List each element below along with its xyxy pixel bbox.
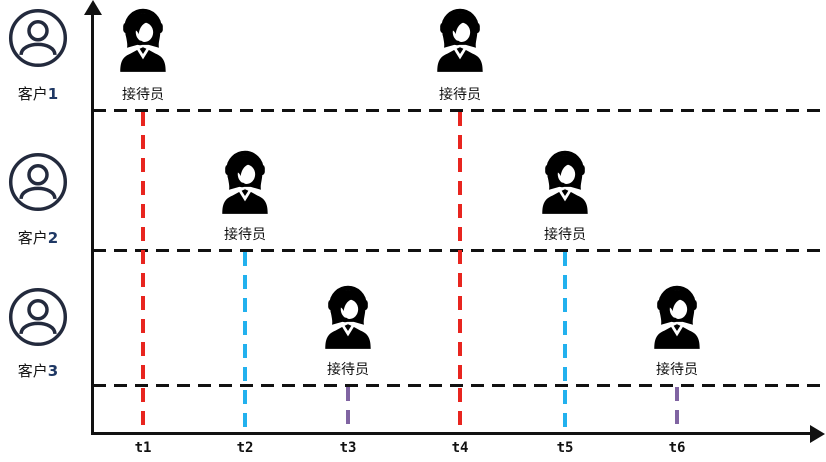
customer1-baseline [93, 109, 826, 112]
tick-label-t3: t3 [339, 440, 357, 456]
y-axis-arrow-icon [84, 0, 102, 15]
tick-label-t2: t2 [236, 440, 254, 456]
dropline-t4 [458, 112, 462, 433]
receptionist-icon-t3 [319, 285, 377, 351]
dropline-t1 [141, 112, 145, 433]
receptionist-label-t1: 接待员 [122, 87, 164, 103]
customer3-icon [8, 287, 68, 347]
dropline-t5 [563, 252, 567, 433]
tick-label-t5: t5 [556, 440, 574, 456]
receptionist-icon-t6 [648, 285, 706, 351]
receptionist-icon-t2 [216, 150, 274, 216]
receptionist-icon-t4 [431, 8, 489, 74]
receptionist-label-t4: 接待员 [439, 87, 481, 103]
receptionist-icon-t5 [536, 150, 594, 216]
receptionist-icon-t1 [114, 8, 172, 74]
receptionist-label-t6: 接待员 [656, 362, 698, 378]
dropline-t2 [243, 252, 247, 433]
customer2-icon [8, 152, 68, 212]
x-axis-arrow-icon [810, 425, 825, 443]
tick-label-t6: t6 [668, 440, 686, 456]
tick-label-t1: t1 [134, 440, 152, 456]
receptionist-label-t5: 接待员 [544, 227, 586, 243]
dropline-t3 [346, 387, 350, 433]
customer3-label: 客户3 [17, 362, 59, 380]
customer2-label: 客户2 [17, 229, 59, 247]
receptionist-label-t3: 接待员 [327, 362, 369, 378]
customer1-label: 客户1 [17, 85, 59, 103]
x-axis-line [93, 432, 813, 435]
customer1-icon [8, 8, 68, 68]
receptionist-label-t2: 接待员 [224, 227, 266, 243]
y-axis-line [91, 12, 94, 435]
tick-label-t4: t4 [451, 440, 469, 456]
dropline-t6 [675, 387, 679, 433]
